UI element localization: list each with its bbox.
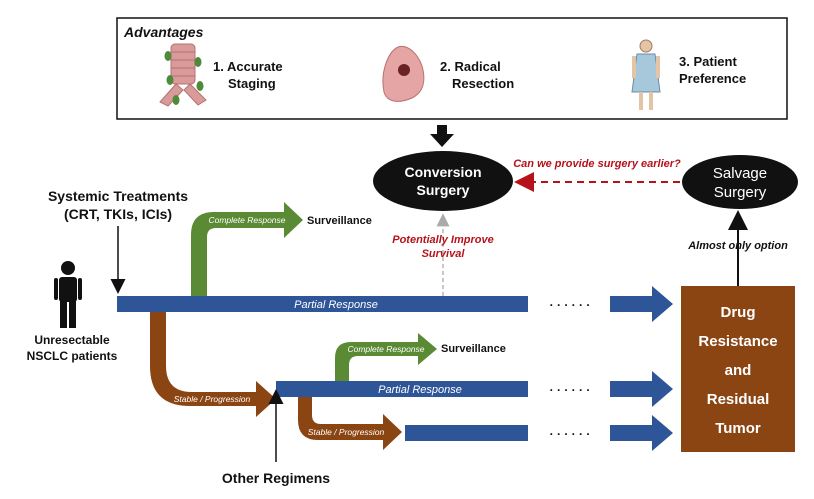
lung-icon [382,45,425,102]
person-icon [54,261,82,328]
first-complete-response-branch [191,202,303,296]
first-complete-response-label: Complete Response [208,215,285,225]
other-regimens-label: Other Regimens [222,470,330,486]
patients-line2: NSCLC patients [27,349,118,363]
second-stable-progression-label: Stable / Progression [308,427,385,437]
down-arrow [430,125,454,147]
first-partial-response-label: Partial Response [294,299,378,311]
second-dots: · · · · · · [550,383,591,397]
first-dots: · · · · · · [550,298,591,312]
improve-survival-line1: Potentially Improve [392,234,493,246]
second-outcome-arrow [610,371,673,407]
second-partial-response-label: Partial Response [378,384,462,396]
conversion-surgery-line1: Conversion [404,164,481,180]
drug-resistance-box [681,286,795,452]
advantage-1-line1: 1. Accurate [213,59,283,74]
systemic-treatments-line1: Systemic Treatments [48,188,188,204]
patients-line1: Unresectable [34,333,110,347]
almost-only-option: Almost only option [687,240,788,252]
salvage-surgery-line1: Salvage [713,165,767,182]
second-complete-response-branch [335,333,437,381]
first-stable-progression-branch [150,312,276,417]
outcome-line-2: Resistance [698,333,777,350]
earlier-surgery-question: Can we provide surgery earlier? [513,158,681,170]
patient-gown-icon [631,39,661,110]
advantage-3-line2: Preference [679,71,746,86]
third-bar [405,425,528,441]
third-outcome-arrow [610,415,673,451]
improve-survival-line2: Survival [422,248,466,260]
second-complete-response-label: Complete Response [347,344,424,354]
second-surveillance-label: Surveillance [441,343,506,355]
first-partial-response-bar [117,296,528,312]
outcome-line-1: Drug [721,304,756,321]
advantage-2-line1: 2. Radical [440,59,501,74]
third-dots: · · · · · · [550,427,591,441]
first-outcome-arrow [610,286,673,322]
advantage-1-line2: Staging [228,76,276,91]
salvage-surgery-line2: Surgery [714,184,767,201]
second-stable-progression-branch [298,397,402,450]
advantages-box [116,17,788,120]
outcome-line-3: and [725,362,752,379]
first-surveillance-label: Surveillance [307,215,372,227]
conversion-surgery-ellipse [373,151,513,211]
second-partial-response-bar [276,381,528,397]
outcome-line-4: Residual [707,391,770,408]
outcome-line-5: Tumor [715,420,761,437]
conversion-surgery-line2: Surgery [417,182,470,198]
advantage-3-line1: 3. Patient [679,54,737,69]
advantages-title: Advantages [123,24,204,40]
systemic-treatments-line2: (CRT, TKIs, ICIs) [64,206,172,222]
first-stable-progression-label: Stable / Progression [174,394,251,404]
trachea-icon [159,43,207,107]
advantage-2-line2: Resection [452,76,514,91]
salvage-surgery-ellipse [682,155,798,209]
